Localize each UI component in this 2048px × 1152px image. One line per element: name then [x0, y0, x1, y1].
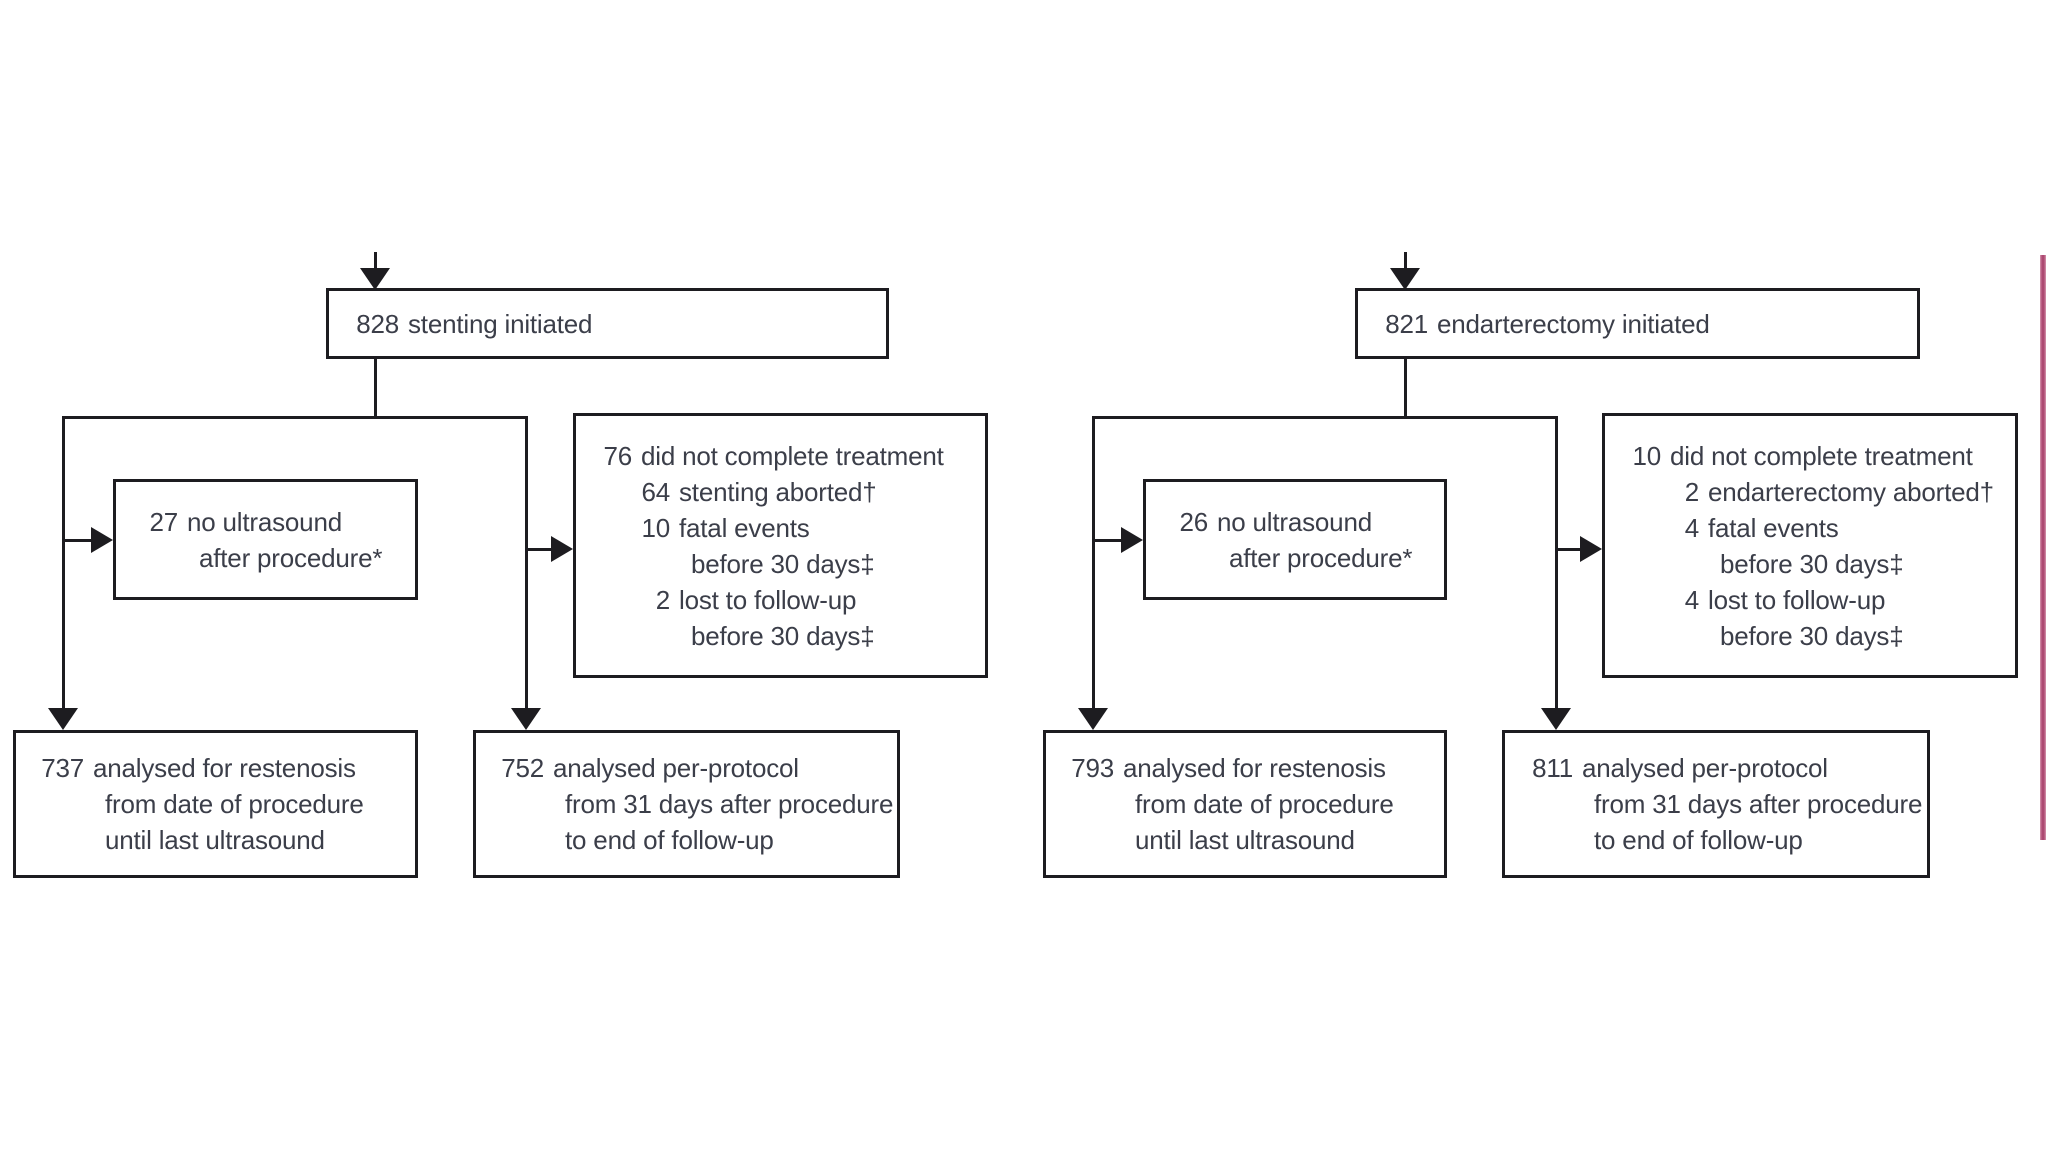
label: after procedure* [199, 542, 383, 573]
count: 2 [655, 584, 670, 615]
accent-rule [2040, 255, 2046, 840]
arrow-down-head [1390, 268, 1420, 290]
count: 811 [1532, 753, 1573, 783]
label: no ultrasound [1217, 506, 1372, 537]
label: lost to follow-up [679, 584, 857, 615]
count: 821 [1385, 308, 1428, 339]
connector-line [1092, 416, 1557, 419]
label: from date of procedure [1135, 789, 1394, 819]
label: to end of follow-up [1594, 825, 1803, 855]
label: analysed for restenosis [93, 753, 356, 783]
label: endarterectomy initiated [1437, 308, 1710, 339]
connector-line [1092, 416, 1095, 712]
count: 737 [41, 753, 84, 783]
arrow-down-head [1078, 708, 1108, 730]
endarterectomy-per-protocol-analysis-box: 811 analysed per-protocol from 31 days af… [1502, 730, 1930, 878]
label: from 31 days after procedure [1594, 789, 1923, 819]
count: 76 [603, 440, 632, 471]
count: 828 [356, 308, 399, 339]
label: lost to follow-up [1708, 584, 1886, 615]
connector-line [1404, 357, 1407, 419]
label: endarterectomy aborted† [1708, 476, 1994, 507]
arrow-right-head [1121, 527, 1143, 553]
label: before 30 days‡ [691, 620, 875, 651]
stenting-per-protocol-analysis-box: 752 analysed per-protocol from 31 days af… [473, 730, 900, 878]
connector-line [62, 416, 65, 712]
endarterectomy-no-ultrasound-box: 26 no ultrasound after procedure* [1143, 479, 1447, 600]
label: analysed for restenosis [1123, 753, 1386, 783]
connector-line [374, 357, 377, 419]
endarterectomy-not-completed-box: 10 did not complete treatment 2 endarterec… [1602, 413, 2018, 678]
label: fatal events [679, 512, 810, 543]
label: analysed per-protocol [553, 753, 799, 783]
label: did not complete treatment [641, 440, 944, 471]
label: did not complete treatment [1670, 440, 1973, 471]
label: stenting aborted† [679, 476, 877, 507]
label: stenting initiated [408, 308, 593, 339]
label: before 30 days‡ [1720, 548, 1904, 579]
count: 4 [1684, 584, 1699, 615]
label: to end of follow-up [565, 825, 774, 855]
label: after procedure* [1229, 542, 1413, 573]
connector-line [1092, 539, 1124, 542]
label: analysed per-protocol [1582, 753, 1828, 783]
label: fatal events [1708, 512, 1839, 543]
connector-line [62, 539, 94, 542]
connector-line [1555, 416, 1558, 712]
arrow-right-head [551, 536, 573, 562]
count: 10 [641, 512, 670, 543]
label: from 31 days after procedure [565, 789, 894, 819]
connector-line [525, 416, 528, 712]
connector-stem-top-endarterectomy [1404, 252, 1407, 272]
connector-stem-top-stenting [374, 252, 377, 272]
arrow-down-head [360, 268, 390, 290]
arrow-down-head [1541, 708, 1571, 730]
stenting-restenosis-analysis-box: 737 analysed for restenosis from date of … [13, 730, 418, 878]
arrow-right-head [1580, 536, 1602, 562]
label: before 30 days‡ [1720, 620, 1904, 651]
count: 793 [1071, 753, 1114, 783]
count: 2 [1684, 476, 1699, 507]
label: until last ultrasound [1135, 825, 1355, 855]
label: from date of procedure [105, 789, 364, 819]
count: 752 [501, 753, 544, 783]
label: before 30 days‡ [691, 548, 875, 579]
count: 26 [1179, 506, 1208, 537]
count: 4 [1684, 512, 1699, 543]
arrow-right-head [91, 527, 113, 553]
count: 27 [149, 506, 178, 537]
label: no ultrasound [187, 506, 342, 537]
stenting-not-completed-box: 76 did not complete treatment 64 stenting … [573, 413, 988, 678]
arrow-down-head [511, 708, 541, 730]
count: 64 [641, 476, 670, 507]
connector-line [1555, 548, 1585, 551]
arrow-down-head [48, 708, 78, 730]
endarterectomy-initiated-box: 821 endarterectomy initiated [1355, 288, 1920, 359]
connector-line [525, 548, 554, 551]
endarterectomy-restenosis-analysis-box: 793 analysed for restenosis from date of … [1043, 730, 1447, 878]
connector-line [62, 416, 528, 419]
label: until last ultrasound [105, 825, 325, 855]
stenting-no-ultrasound-box: 27 no ultrasound after procedure* [113, 479, 418, 600]
stenting-initiated-box: 828 stenting initiated [326, 288, 889, 359]
count: 10 [1632, 440, 1661, 471]
